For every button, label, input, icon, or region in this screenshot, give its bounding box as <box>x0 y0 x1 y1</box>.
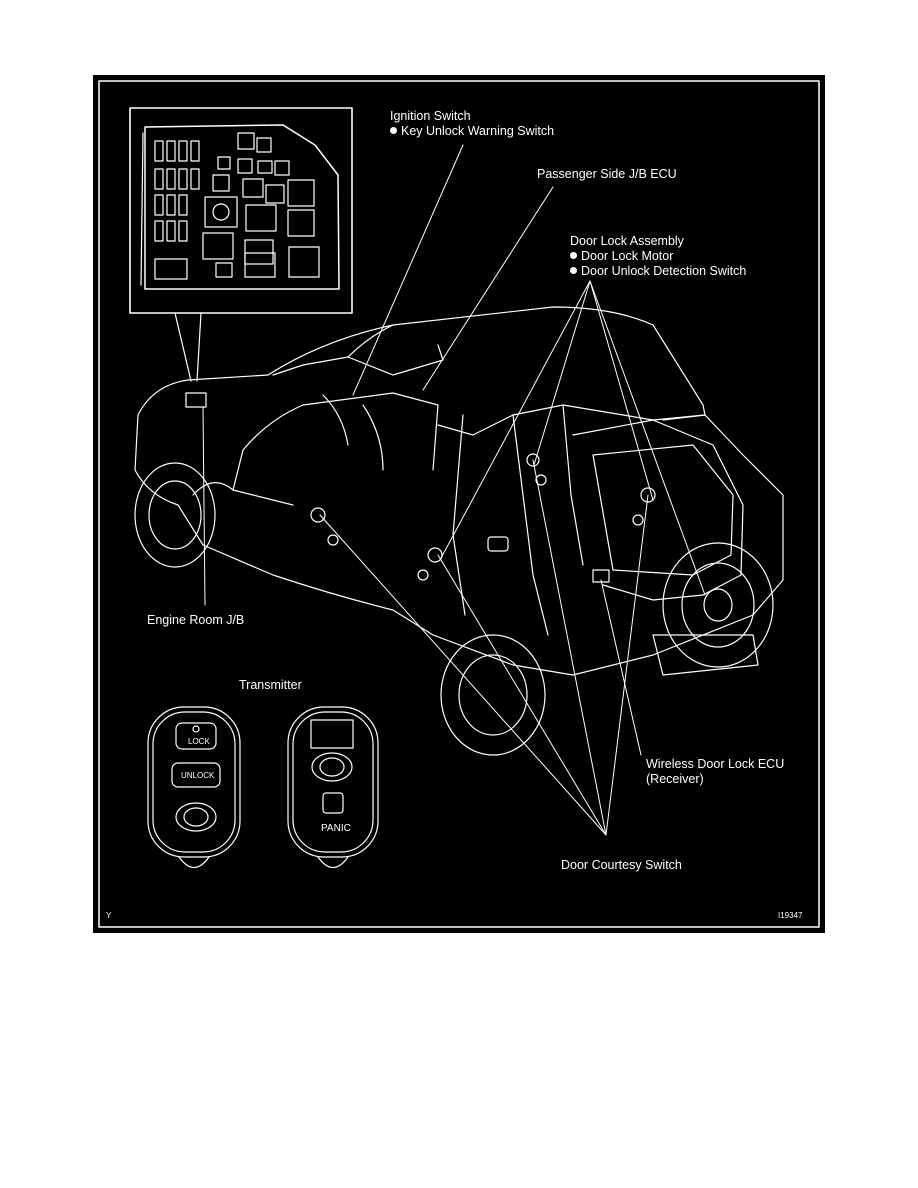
label-door-unlock-detection-switch: Door Unlock Detection Switch <box>581 264 747 278</box>
bullet-icon <box>570 267 577 274</box>
label-door-lock-assembly: Door Lock Assembly Door Lock Motor Door … <box>570 234 747 278</box>
front-wheel <box>134 462 216 568</box>
fob-panic-button-label: PANIC <box>321 823 351 834</box>
corner-mark-left: Y <box>106 911 112 920</box>
label-receiver: (Receiver) <box>646 772 704 786</box>
rear-wheel <box>440 634 546 756</box>
corner-mark-right: I19347 <box>778 911 803 920</box>
frame-border <box>98 80 820 928</box>
bullet-icon <box>570 252 577 259</box>
fob-unlock-button-label: UNLOCK <box>181 771 215 780</box>
label-wireless-door-lock-ecu: Wireless Door Lock ECU (Receiver) <box>646 757 785 786</box>
diagram-panel: Ignition Switch Key Unlock Warning Switc… <box>93 75 825 933</box>
label-key-unlock-warning-switch: Key Unlock Warning Switch <box>401 124 555 138</box>
label-ignition-switch: Ignition Switch Key Unlock Warning Switc… <box>390 109 555 138</box>
label-passenger-side-jb-ecu: Passenger Side J/B ECU <box>537 167 677 181</box>
transmitter-fob-back <box>287 706 379 869</box>
label-engine-room-jb: Engine Room J/B <box>147 613 245 627</box>
label-door-lock-motor: Door Lock Motor <box>581 249 674 263</box>
transmitter-fob-front <box>147 706 241 869</box>
label-door-courtesy-switch: Door Courtesy Switch <box>561 858 682 872</box>
spare-tire <box>662 542 774 668</box>
bullet-icon <box>390 127 397 134</box>
label-transmitter: Transmitter <box>239 678 302 692</box>
fuse-cells <box>154 140 200 242</box>
fob-lock-button-label: LOCK <box>188 737 210 746</box>
vehicle-outline <box>134 306 784 756</box>
leader-lines <box>202 144 706 836</box>
relay-blocks <box>154 132 320 280</box>
fuse-box-inset <box>129 107 353 382</box>
vehicle-diagram <box>98 80 820 928</box>
